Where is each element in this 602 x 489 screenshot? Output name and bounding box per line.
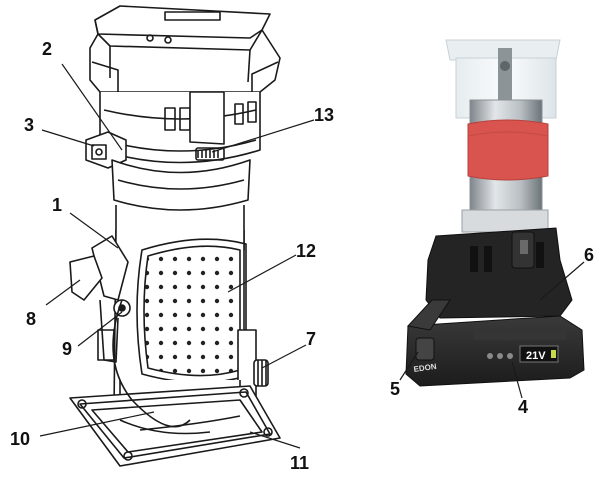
battery-pack: 21V EDON bbox=[405, 299, 585, 387]
callout-4: 4 bbox=[518, 397, 529, 417]
motor-head bbox=[99, 91, 261, 164]
red-grip bbox=[467, 119, 549, 181]
motor-housing bbox=[425, 227, 573, 319]
router-line-drawing bbox=[69, 5, 281, 467]
callout-8: 8 bbox=[26, 309, 37, 329]
callout-10: 10 bbox=[10, 429, 31, 449]
battery-brand-label: EDON bbox=[413, 362, 437, 374]
depth-bracket bbox=[69, 235, 131, 363]
callout-2: 2 bbox=[42, 39, 53, 59]
callout-3: 3 bbox=[24, 115, 35, 135]
callout-5: 5 bbox=[390, 379, 401, 399]
battery-housing bbox=[89, 5, 281, 94]
callout-1: 1 bbox=[52, 195, 63, 215]
battery-voltage-label: 21V bbox=[526, 350, 546, 362]
callout-13: 13 bbox=[314, 105, 335, 125]
callout-12: 12 bbox=[296, 241, 317, 261]
callout-11: 11 bbox=[290, 453, 310, 473]
callout-6: 6 bbox=[584, 245, 595, 265]
callout-9: 9 bbox=[62, 339, 73, 359]
leader-lines bbox=[39, 63, 315, 449]
leader-lines-right bbox=[399, 261, 585, 399]
callout-7: 7 bbox=[306, 329, 317, 349]
cable bbox=[112, 299, 191, 428]
router-photo: 21V EDON bbox=[405, 39, 585, 387]
